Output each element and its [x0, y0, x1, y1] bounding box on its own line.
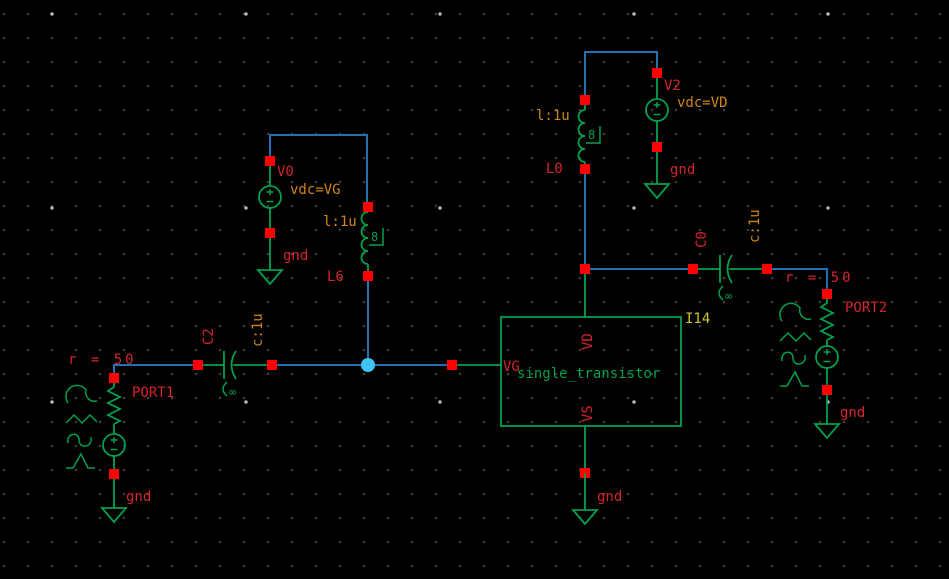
pin[interactable] [109, 373, 119, 383]
l0-inductor-symbol[interactable]: 8 [577, 95, 601, 174]
single-transistor-instance[interactable] [447, 264, 682, 478]
block-pin-stubs [452, 269, 586, 473]
inductor-coil-icon [360, 211, 369, 265]
cap-arc-marker-icon [718, 285, 724, 301]
c0-name-label[interactable]: C0 [694, 231, 710, 248]
waveform-decor-icon [779, 302, 812, 387]
block-pin-vs-label[interactable]: VS [580, 405, 596, 422]
pin[interactable] [363, 271, 373, 281]
source-circle-icon [645, 98, 669, 122]
pin[interactable] [652, 142, 662, 152]
block-instance-label[interactable]: I14 [685, 311, 710, 327]
resistor-icon [107, 383, 121, 425]
wire-v0-to-l6[interactable] [269, 134, 368, 207]
inductor-coil-icon [577, 109, 586, 163]
c2-value-label[interactable]: c:1u [250, 313, 266, 347]
waveform-decor-icon [65, 384, 98, 469]
v2-vdc-source-symbol[interactable] [644, 68, 670, 199]
cap-arc-marker-icon [222, 381, 228, 397]
port1-name-label[interactable]: PORT1 [132, 385, 174, 401]
pin[interactable] [822, 289, 832, 299]
l0-value-label[interactable]: l:1u [536, 108, 570, 124]
port2-symbol[interactable] [779, 289, 840, 439]
source-circle-icon [102, 433, 126, 457]
ground-icon [257, 269, 283, 285]
l6-name-label[interactable]: L6 [327, 269, 344, 285]
c2-name-label[interactable]: C2 [201, 328, 217, 345]
l6-value-label[interactable]: l:1u [323, 214, 357, 230]
ground-icon [644, 183, 670, 199]
v0-vdc-source-symbol[interactable] [257, 156, 283, 285]
ground-icon [814, 423, 840, 439]
core-bracket-icon [586, 126, 601, 144]
port1-gnd-label[interactable]: gnd [126, 489, 151, 505]
port1-r-label[interactable]: r = 50 [68, 352, 137, 368]
l0-name-label[interactable]: L0 [546, 161, 563, 177]
block-body[interactable] [500, 316, 682, 427]
v2-gnd-label[interactable]: gnd [670, 162, 695, 178]
port1-symbol[interactable] [65, 373, 127, 523]
pin[interactable] [265, 228, 275, 238]
pin[interactable] [265, 156, 275, 166]
pin[interactable] [822, 385, 832, 395]
net-wires[interactable] [113, 51, 828, 378]
v2-value-label[interactable]: vdc=VD [677, 95, 728, 111]
pin[interactable] [580, 264, 590, 274]
block-pin-vd-label[interactable]: VD [580, 333, 596, 350]
v0-value-label[interactable]: vdc=VG [290, 182, 341, 198]
port2-r-label[interactable]: r = 50 [785, 270, 854, 286]
pin[interactable] [580, 164, 590, 174]
core-bracket-icon [369, 228, 384, 246]
c0-capacitor-symbol[interactable]: ∞ [688, 254, 772, 303]
cap-infinity-marker-icon: ∞ [229, 385, 236, 399]
pin[interactable] [762, 264, 772, 274]
port2-gnd-label[interactable]: gnd [840, 405, 865, 421]
ground-icon [101, 507, 127, 523]
block-pin-vg-label[interactable]: VG [503, 359, 520, 375]
source-circle-icon [258, 185, 282, 209]
port2-name-label[interactable]: PORT2 [845, 300, 887, 316]
pin[interactable] [363, 202, 373, 212]
wire-junction-dot[interactable] [361, 358, 375, 372]
inductor-core-marker-icon: 8 [588, 128, 595, 142]
v2-name-label[interactable]: V2 [664, 78, 681, 94]
c0-value-label[interactable]: c:1u [747, 209, 763, 243]
block-cell-label[interactable]: single_transistor [517, 366, 660, 382]
vs-gnd-label[interactable]: gnd [597, 489, 622, 505]
inductor-core-marker-icon: 8 [371, 230, 378, 244]
v0-name-label[interactable]: V0 [277, 164, 294, 180]
pin[interactable] [580, 95, 590, 105]
pin[interactable] [447, 360, 457, 370]
pin[interactable] [688, 264, 698, 274]
resistor-icon [820, 299, 834, 341]
pin[interactable] [267, 360, 277, 370]
wire-c0-to-port2[interactable] [767, 268, 828, 294]
l6-inductor-symbol[interactable]: 8 [360, 202, 384, 281]
pin[interactable] [109, 469, 119, 479]
v0-gnd-label[interactable]: gnd [283, 248, 308, 264]
source-circle-icon [815, 345, 839, 369]
c2-capacitor-symbol[interactable]: ∞ [193, 350, 277, 399]
ground-icon [572, 509, 598, 525]
vs-ground-symbol[interactable] [572, 473, 598, 525]
cap-infinity-marker-icon: ∞ [725, 289, 732, 303]
wire-l0-to-v2[interactable] [584, 51, 658, 100]
pin[interactable] [193, 360, 203, 370]
pin[interactable] [652, 68, 662, 78]
